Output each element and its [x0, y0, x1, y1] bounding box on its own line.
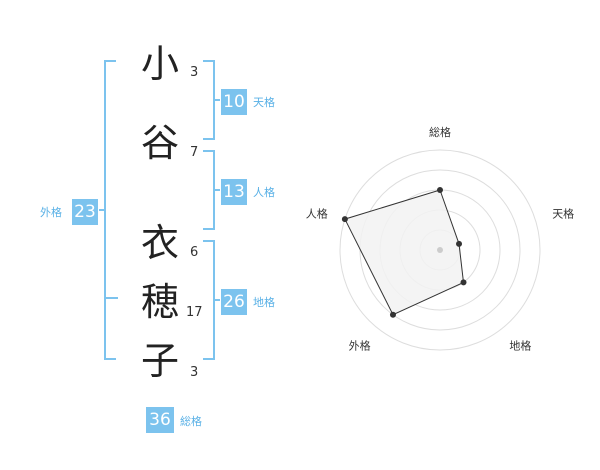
- radar-center-dot: [437, 247, 443, 253]
- radar-axis-label-5: 人格: [306, 207, 328, 221]
- chikaku-badge: 26: [221, 289, 247, 315]
- char-3: 衣: [140, 221, 179, 265]
- gaikaku-bracket: [104, 60, 116, 360]
- stroke-count-2: 7: [190, 145, 199, 160]
- chikaku-bracket-stub: [215, 299, 220, 301]
- tenkaku-bracket-stub: [215, 99, 220, 101]
- stroke-count-4: 17: [186, 305, 203, 320]
- jinkaku-bracket: [203, 150, 215, 230]
- radar-point-4: [389, 311, 396, 318]
- tenkaku-bracket: [203, 60, 215, 140]
- chikaku-label: 地格: [253, 296, 275, 309]
- gaikaku-bracket-stub: [99, 209, 105, 211]
- jinkaku-label: 人格: [253, 186, 275, 199]
- char-4: 穂: [140, 280, 179, 324]
- gaikaku-bracket-inner: [106, 297, 118, 299]
- radar-point-1: [437, 187, 443, 193]
- radar-axis-label-2: 天格: [552, 207, 574, 221]
- gaikaku-badge: 23: [72, 199, 98, 225]
- radar-ring-5: [339, 149, 541, 351]
- char-5: 子: [140, 339, 179, 383]
- chikaku-bracket: [203, 240, 215, 360]
- radar-axis-label-1: 総格: [429, 125, 451, 139]
- radar-area: [344, 189, 465, 316]
- stroke-count-5: 3: [190, 365, 199, 380]
- tenkaku-label: 天格: [253, 96, 275, 109]
- radar-axis-label-4: 外格: [349, 339, 371, 353]
- radar-axis-label-3: 地格: [509, 339, 531, 353]
- radar-point-3: [460, 279, 467, 286]
- stroke-count-1: 3: [190, 65, 199, 80]
- char-2: 谷: [140, 121, 179, 165]
- stroke-count-3: 6: [190, 245, 199, 260]
- radar-point-2: [456, 240, 463, 247]
- gaikaku-label: 外格: [40, 206, 62, 219]
- tenkaku-badge: 10: [221, 89, 247, 115]
- soukaku-label: 総格: [180, 415, 202, 428]
- jinkaku-badge: 13: [221, 179, 247, 205]
- radar-point-5: [341, 216, 348, 223]
- char-1: 小: [140, 42, 179, 86]
- jinkaku-bracket-stub: [215, 189, 220, 191]
- soukaku-badge: 36: [146, 407, 174, 433]
